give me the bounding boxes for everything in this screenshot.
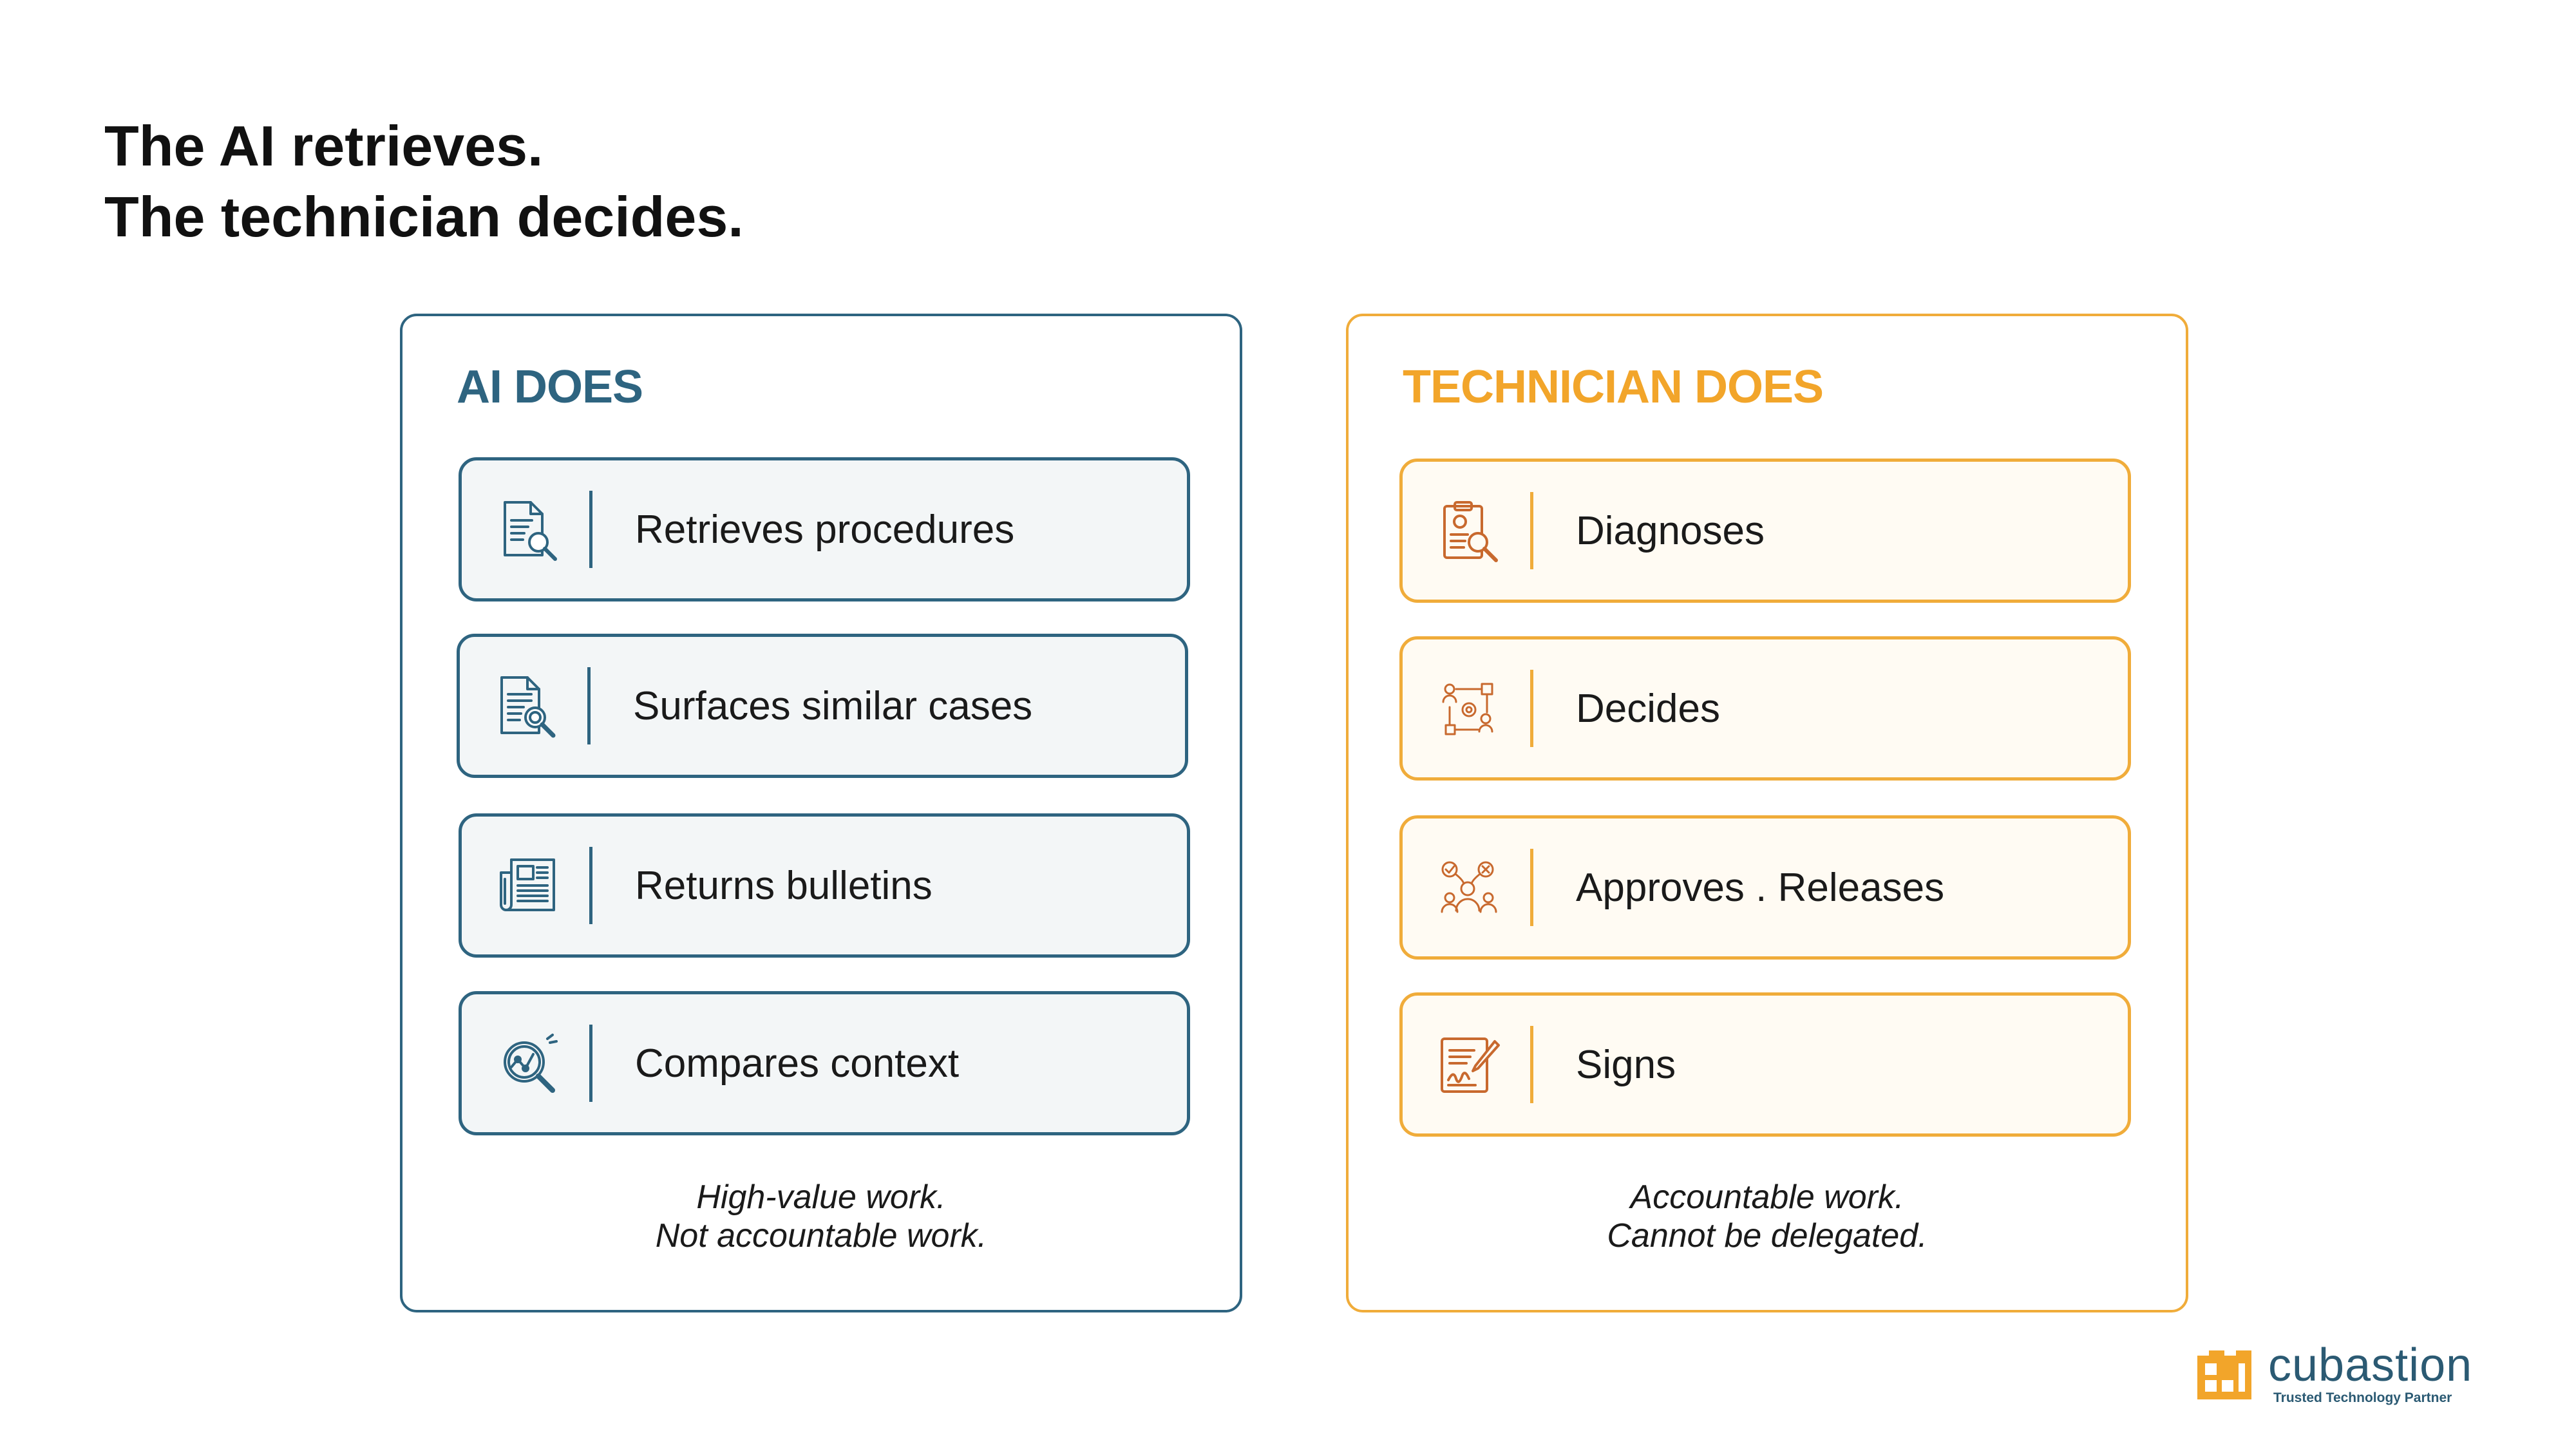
page-title: The AI retrieves. The technician decides… [104,111,744,252]
item-divider [589,491,592,568]
newspaper-icon [493,850,564,921]
title-line-2: The technician decides. [104,185,744,249]
item-label: Signs [1576,1042,1676,1087]
item-label: Compares context [635,1041,960,1086]
ai-panel-note: High-value work. Not accountable work. [402,1178,1240,1255]
decision-flow-icon [1434,673,1504,744]
note-line-1: High-value work. [696,1179,946,1216]
item-divider [587,667,591,744]
item-divider [589,847,592,924]
note-line-2: Not accountable work. [655,1217,987,1255]
item-divider [1530,670,1533,747]
item-label: Decides [1576,686,1720,731]
title-line-1: The AI retrieves. [104,114,544,178]
item-label: Returns bulletins [635,863,933,908]
item-divider [1530,492,1533,569]
brand-name: cubastion [2268,1340,2473,1391]
file-magnifier-icon [491,670,562,741]
clipboard-search-icon [1434,495,1504,566]
signature-pen-icon [1434,1029,1504,1100]
ai-panel-heading: AI DOES [457,361,643,413]
ai-item-compares-context: Compares context [459,991,1190,1135]
tech-item-diagnoses: Diagnoses [1399,459,2131,603]
item-label: Surfaces similar cases [633,683,1033,728]
tech-item-approves-releases: Approves . Releases [1399,815,2131,960]
ai-item-returns-bulletins: Returns bulletins [459,813,1190,958]
technician-does-panel: TECHNICIAN DOES Diagnoses [1346,314,2188,1312]
cube-logo-icon [2196,1349,2254,1401]
ai-item-retrieves-procedures: Retrieves procedures [459,457,1190,601]
item-divider [1530,1026,1533,1103]
document-search-icon [493,494,564,565]
brand-tagline: Trusted Technology Partner [2273,1390,2452,1405]
trend-magnifier-icon [493,1028,564,1099]
tech-item-signs: Signs [1399,992,2131,1137]
note-line-1: Accountable work. [1630,1179,1904,1216]
item-divider [1530,849,1533,926]
tech-item-decides: Decides [1399,636,2131,781]
approval-people-icon [1434,852,1504,923]
item-label: Diagnoses [1576,508,1765,553]
note-line-2: Cannot be delegated. [1607,1217,1927,1255]
technician-panel-note: Accountable work. Cannot be delegated. [1349,1178,2186,1255]
item-label: Approves . Releases [1576,865,1945,910]
item-divider [589,1025,592,1102]
item-label: Retrieves procedures [635,507,1015,552]
cubastion-logo: cubastion Trusted Technology Partner [2196,1340,2486,1414]
technician-panel-heading: TECHNICIAN DOES [1403,361,1824,413]
ai-does-panel: AI DOES Retrieves procedures [400,314,1242,1312]
ai-item-surfaces-similar-cases: Surfaces similar cases [457,634,1188,778]
